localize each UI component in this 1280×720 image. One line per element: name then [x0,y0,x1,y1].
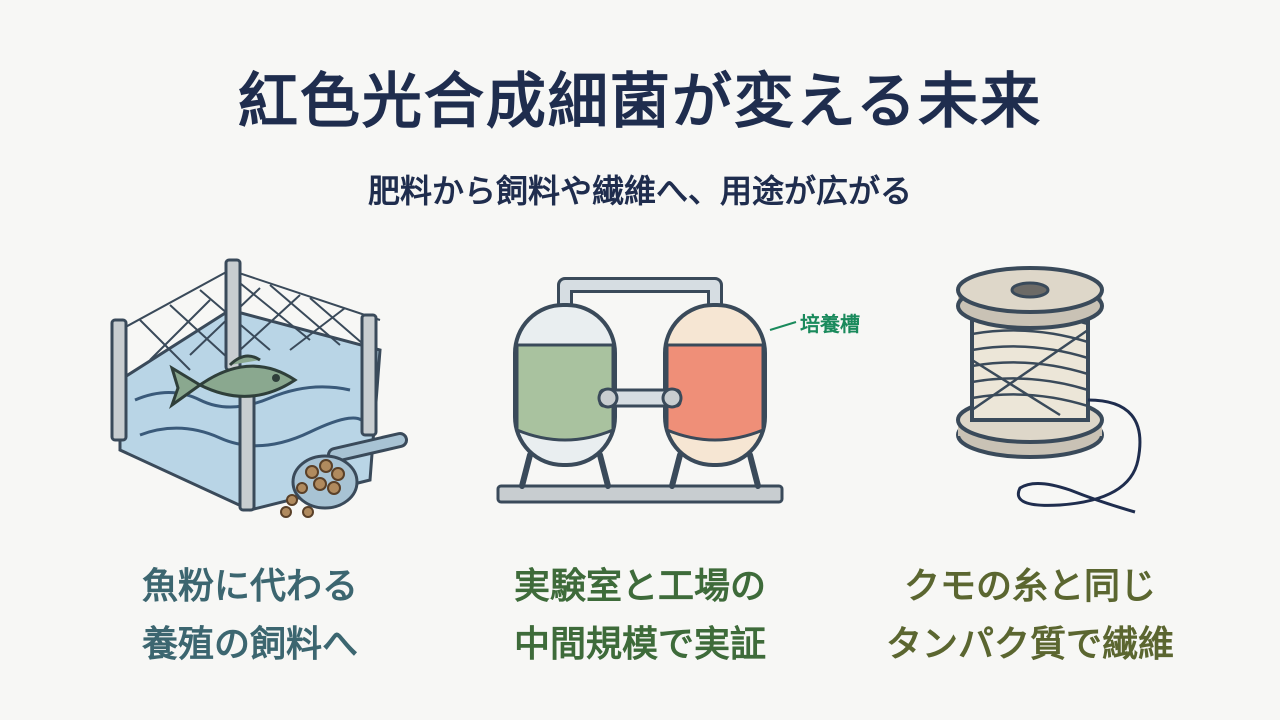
thread-spool-icon [956,266,1142,514]
page-title: 紅色光合成細菌が変える未来 [237,67,1043,137]
fish-farm-net-icon [110,258,408,518]
panel-feed: 魚粉に代わる 養殖の飼料へ [80,250,420,680]
left-tank [513,303,617,467]
panel-fiber: クモの糸と同じ タンパク質で繊維 [860,250,1200,680]
page-subtitle: 肥料から飼料や繊維へ、用途が広がる [367,172,912,210]
right-tank [663,303,767,467]
feed-scoop-icon [280,432,408,518]
fiber-caption: クモの糸と同じ タンパク質で繊維 [860,558,1200,674]
feed-caption-line1: 魚粉に代わる [141,566,358,607]
fiber-caption-line1: クモの糸と同じ [903,566,1156,607]
feed-caption-line2: 養殖の飼料へ [141,624,358,665]
tank-label: 培養槽 [800,312,860,336]
feed-caption: 魚粉に代わる 養殖の飼料へ [80,558,420,674]
tank-caption-line2: 中間規模で実証 [513,624,766,665]
panel-tank: 培養槽 実験室と工場の 中間規模で実証 [470,250,860,680]
bioreactor-tanks-icon [496,277,797,504]
fiber-caption-line2: タンパク質で繊維 [885,624,1174,665]
tank-caption: 実験室と工場の 中間規模で実証 [470,558,810,674]
tank-caption-line1: 実験室と工場の [513,566,766,607]
fish-icon [169,354,298,409]
